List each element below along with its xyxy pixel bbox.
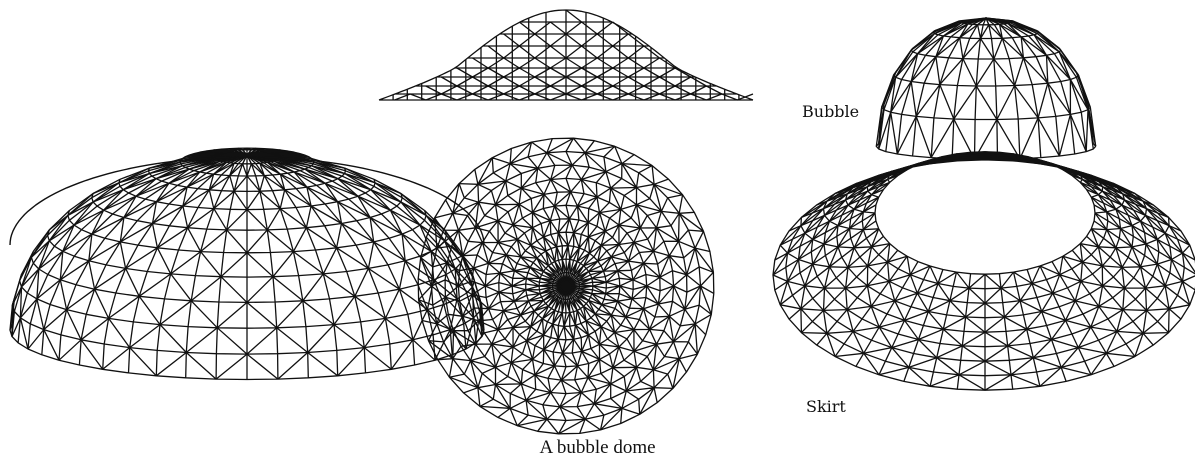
bubble-component-mesh — [875, 17, 1097, 160]
plan-view-mesh — [417, 137, 715, 435]
skirt-label: Skirt — [806, 397, 846, 416]
bubble-label: Bubble — [802, 102, 860, 121]
perspective-outline — [9, 156, 485, 246]
plan-radials — [417, 137, 715, 435]
perspective-view-mesh — [9, 147, 485, 381]
skirt-meridians — [772, 151, 1195, 391]
figure-caption: A bubble dome — [539, 437, 656, 458]
elevation-view-mesh — [378, 9, 754, 101]
bubble-diagonals — [878, 17, 1097, 160]
skirt-component-mesh — [772, 151, 1195, 391]
elevation-diagonals — [394, 9, 754, 101]
skirt-diagonals — [772, 151, 1195, 391]
plan-diagonals — [418, 137, 714, 435]
perspective-diagonals — [11, 147, 483, 380]
